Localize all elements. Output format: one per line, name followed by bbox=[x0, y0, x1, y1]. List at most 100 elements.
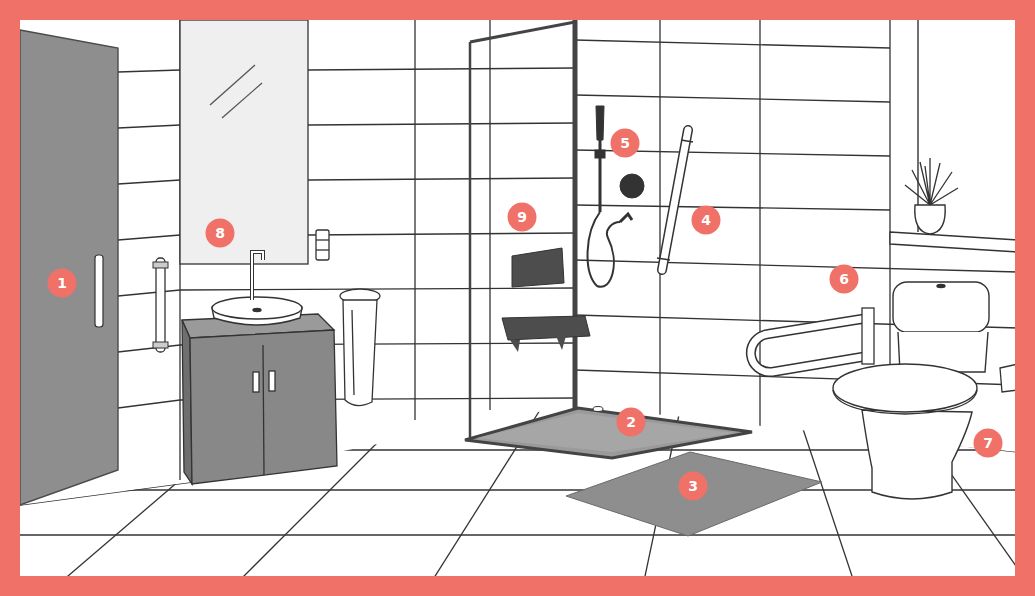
plant-pot bbox=[915, 205, 945, 234]
paper-line bbox=[316, 239, 329, 240]
vanity bbox=[182, 314, 337, 484]
shower-control bbox=[620, 174, 644, 198]
callout-number: 5 bbox=[610, 128, 640, 158]
callout-label: 2 bbox=[616, 407, 646, 437]
tile-line bbox=[118, 125, 180, 128]
flush-button bbox=[937, 285, 945, 288]
shower-hose bbox=[588, 212, 620, 287]
corner-post bbox=[573, 20, 578, 410]
tile-line bbox=[118, 235, 180, 240]
tile-seam bbox=[659, 20, 660, 415]
bar bbox=[156, 258, 165, 352]
rail-slider bbox=[595, 150, 605, 158]
tile-line bbox=[308, 233, 575, 235]
callout-label: 6 bbox=[829, 264, 859, 294]
drain bbox=[253, 309, 261, 312]
callout-circle bbox=[48, 269, 77, 298]
shower-drain bbox=[593, 407, 603, 412]
basin-rim bbox=[212, 297, 302, 319]
bar-bracket bbox=[681, 140, 693, 142]
floor-area bbox=[20, 405, 1018, 578]
bracket bbox=[153, 262, 168, 268]
callout-label: 8 bbox=[205, 218, 235, 248]
callout-number: 7 bbox=[973, 428, 1003, 458]
tile-seam bbox=[414, 20, 415, 420]
window bbox=[890, 20, 1018, 252]
glass-frame bbox=[470, 22, 575, 42]
tile-line bbox=[180, 288, 575, 290]
plant bbox=[905, 158, 958, 234]
mirror-shine bbox=[210, 65, 262, 118]
callout-circle bbox=[679, 472, 708, 501]
callout-number: 3 bbox=[678, 471, 708, 501]
bar-outline bbox=[751, 318, 868, 372]
door-handle bbox=[95, 255, 103, 327]
tile-line bbox=[575, 205, 890, 210]
callout-circle bbox=[611, 129, 640, 158]
faucet bbox=[252, 252, 263, 300]
tile-line bbox=[575, 260, 1018, 272]
callout-label: 9 bbox=[507, 202, 537, 232]
toilet-seat bbox=[833, 364, 977, 412]
floor-line bbox=[0, 534, 1035, 535]
bar bbox=[751, 318, 868, 372]
shower bbox=[465, 20, 752, 458]
paper-holder bbox=[316, 230, 329, 260]
callout-number: 8 bbox=[205, 218, 235, 248]
tile-line bbox=[118, 290, 180, 296]
toilet bbox=[833, 282, 989, 499]
bar-outline bbox=[662, 130, 688, 270]
toilet-tank bbox=[893, 282, 989, 332]
callout-label: 3 bbox=[678, 471, 708, 501]
tile-line bbox=[575, 40, 890, 48]
callout-label: 1 bbox=[47, 268, 77, 298]
callout-circle bbox=[830, 265, 859, 294]
shine-line bbox=[222, 83, 262, 118]
callout-label: 7 bbox=[973, 428, 1003, 458]
glass-frame bbox=[469, 42, 472, 440]
tile-line bbox=[575, 95, 890, 102]
seat bbox=[502, 316, 590, 340]
towel-rail bbox=[316, 230, 380, 406]
plant-leaves bbox=[905, 158, 958, 205]
shower-tray-inner bbox=[477, 413, 735, 452]
bar-bracket bbox=[657, 258, 670, 260]
towel bbox=[343, 300, 377, 406]
seat-back bbox=[512, 248, 564, 287]
shower-head bbox=[596, 106, 604, 140]
callout-circle bbox=[974, 429, 1003, 458]
seat-hinge bbox=[556, 336, 566, 350]
wall-plate bbox=[862, 308, 874, 364]
shine-line bbox=[210, 65, 255, 105]
tile-line bbox=[118, 400, 180, 408]
callout-label: 5 bbox=[610, 128, 640, 158]
floor-line bbox=[800, 420, 860, 596]
shower-grab-bar bbox=[657, 130, 693, 270]
window-sill bbox=[890, 232, 1018, 252]
faucet-inner bbox=[252, 252, 263, 300]
shower-tray bbox=[465, 408, 752, 458]
callout-circle bbox=[206, 219, 235, 248]
bracket bbox=[153, 342, 168, 348]
callout-number: 4 bbox=[691, 205, 721, 235]
basin bbox=[212, 252, 302, 325]
tile-line bbox=[308, 178, 575, 180]
door-split bbox=[263, 345, 264, 475]
tile-line bbox=[118, 70, 180, 72]
door bbox=[20, 30, 118, 505]
bath-mat bbox=[566, 452, 822, 536]
seat-hinge bbox=[510, 340, 520, 352]
frame-border bbox=[10, 10, 1025, 586]
callout-number: 6 bbox=[829, 264, 859, 294]
fold-down-grab-bar bbox=[751, 308, 874, 372]
tile-line bbox=[308, 68, 575, 70]
floor bbox=[0, 402, 1035, 596]
seat-edge bbox=[833, 390, 977, 414]
cabinet-handle bbox=[253, 372, 259, 392]
tile-seam bbox=[489, 20, 490, 410]
